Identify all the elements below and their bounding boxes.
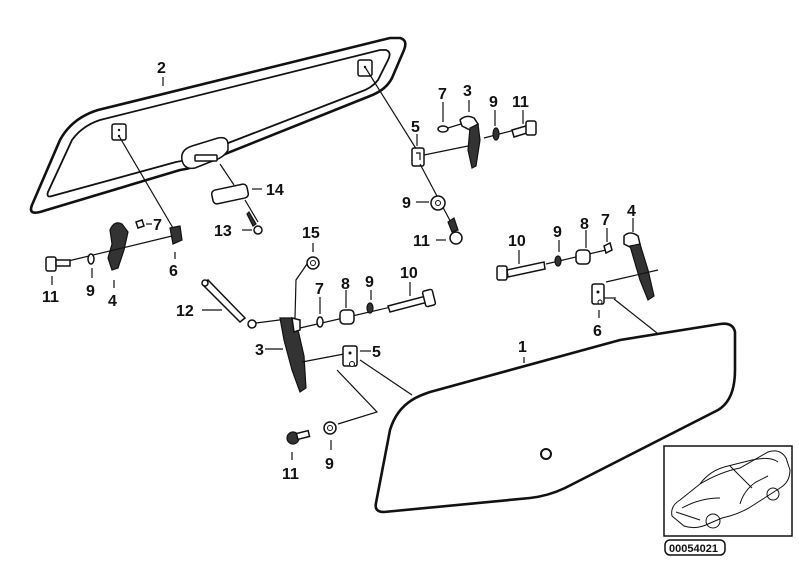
callout-9-lower: 9 [325, 456, 334, 473]
part-9-washer-left[interactable] [87, 253, 95, 265]
callout-9-upper: 9 [489, 94, 498, 111]
part-11-bolt-upper[interactable] [511, 120, 537, 138]
reference-number-badge: 00054021 [664, 539, 726, 556]
part-4-hinge-right[interactable] [623, 232, 655, 301]
part-1-glass-hole [540, 448, 552, 460]
part-7-shim-middle[interactable] [316, 316, 324, 328]
part-3-hinge-middle[interactable] [279, 317, 307, 393]
part-7-shim-left[interactable] [135, 219, 145, 229]
callout-7-middle: 7 [315, 281, 324, 298]
callout-8-middle: 8 [341, 276, 350, 293]
callout-6-right: 6 [593, 323, 602, 340]
part-7-shim-right[interactable] [603, 241, 613, 255]
part-12-gas-strut[interactable] [201, 278, 257, 329]
callout-7-right: 7 [601, 212, 610, 229]
callout-1: 1 [518, 339, 527, 356]
part-1-lower-glass[interactable] [374, 322, 737, 514]
part-10-bolt-middle[interactable] [387, 288, 437, 313]
reference-number: 00054021 [669, 543, 718, 555]
part-9-washer-right[interactable] [554, 255, 562, 267]
part-7-shim-upper[interactable] [437, 125, 449, 133]
vehicle-overview-inset [663, 445, 793, 537]
callout-9-left: 9 [86, 283, 95, 300]
part-13-screw[interactable] [246, 211, 263, 235]
part-8-spacer-middle[interactable] [339, 309, 355, 325]
callout-10-right: 10 [508, 233, 526, 250]
callout-4-left: 4 [108, 293, 117, 310]
callout-7-left: 7 [153, 217, 162, 234]
callout-2: 2 [157, 60, 166, 77]
callout-15: 15 [302, 225, 320, 242]
part-4-hinge-left[interactable] [107, 222, 129, 271]
part-11-bolt-center[interactable] [447, 217, 463, 245]
callout-11-upper: 11 [512, 94, 529, 111]
callout-11-lower: 11 [282, 466, 299, 483]
callout-5-middle: 5 [372, 344, 381, 361]
callout-7-upper: 7 [438, 86, 447, 103]
part-9-washer-upper[interactable] [492, 127, 500, 141]
part-6-bracket-block-left[interactable] [169, 225, 183, 245]
callout-8-right: 8 [580, 216, 589, 233]
callout-14: 14 [266, 182, 284, 199]
part-8-spacer-right[interactable] [575, 249, 591, 265]
car-outline-icon [671, 450, 791, 529]
callout-9-right: 9 [553, 224, 562, 241]
part-6-bracket-right[interactable] [591, 283, 605, 305]
callout-11-center: 11 [413, 233, 430, 250]
callout-12: 12 [176, 303, 194, 320]
part-3-hinge-upper[interactable] [459, 115, 481, 169]
callout-10-middle: 10 [400, 265, 418, 282]
callout-13: 13 [214, 223, 232, 240]
part-5-bracket-middle[interactable] [342, 345, 358, 367]
callout-6-left: 6 [169, 263, 178, 280]
callout-5-upper: 5 [411, 119, 420, 136]
callout-9-middle: 9 [365, 274, 374, 291]
callout-3-middle: 3 [255, 342, 264, 359]
part-10-bolt-right[interactable] [496, 261, 546, 281]
part-14-cover-cap[interactable] [210, 183, 250, 205]
part-9-washer-middle[interactable] [366, 302, 374, 314]
part-2-upper-glass[interactable] [29, 36, 407, 214]
callout-3-upper: 3 [463, 83, 472, 100]
callout-9-center: 9 [402, 195, 411, 212]
part-5-bracket-upper[interactable] [411, 147, 425, 167]
callout-4-right: 4 [627, 203, 636, 220]
part-11-bolt-lower[interactable] [286, 429, 311, 445]
part-11-bolt-left[interactable] [45, 256, 71, 272]
callout-11-left: 11 [42, 289, 59, 306]
